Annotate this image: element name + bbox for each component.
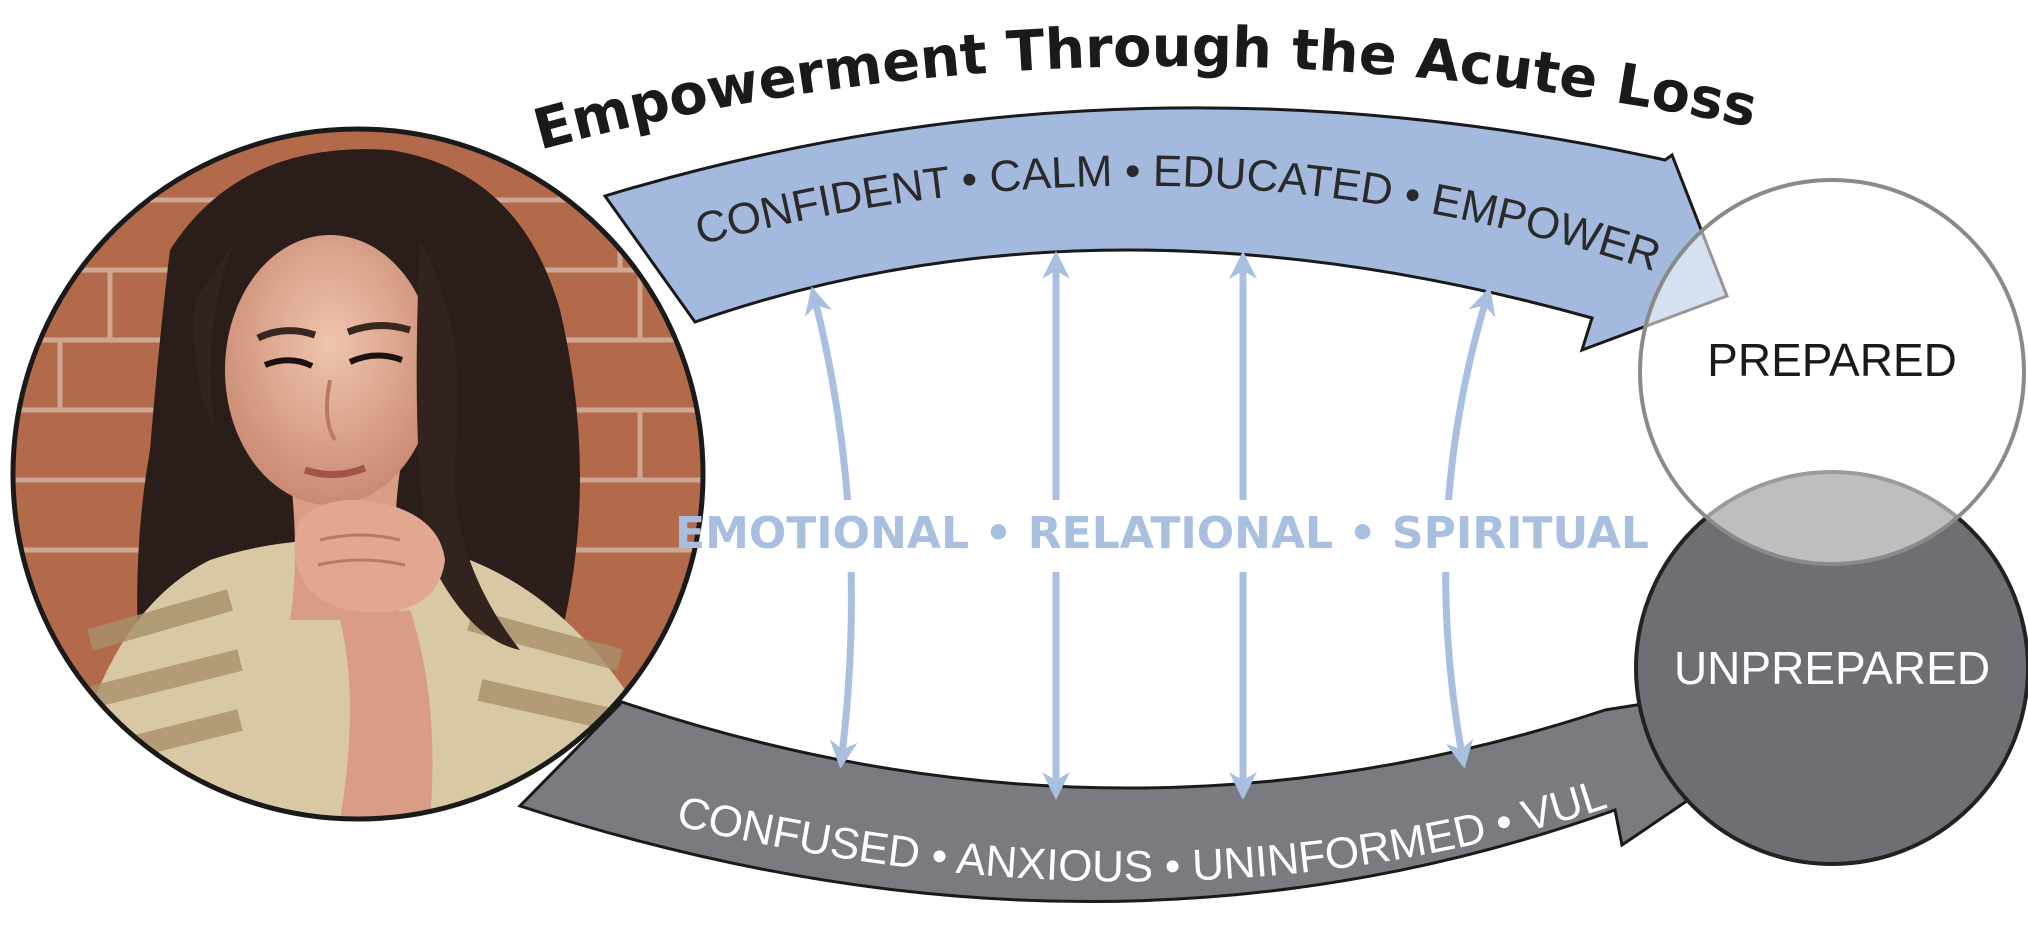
positive-trait-separator: •	[947, 153, 992, 206]
dimension-spiritual: SPIRITUAL	[1392, 508, 1649, 559]
dimension-emotional: EMOTIONAL	[675, 508, 969, 559]
positive-arrow-band	[602, 106, 1729, 353]
prepared-label: PREPARED	[1707, 334, 1957, 386]
dimension-separator: •	[984, 508, 1012, 559]
negative-trait-separator: •	[1152, 841, 1193, 891]
dimension-relational: RELATIONAL	[1028, 508, 1333, 559]
unprepared-label: UNPREPARED	[1674, 642, 1990, 694]
prepared-circle: PREPARED	[1638, 178, 2026, 566]
portrait-photo	[10, 126, 706, 822]
negative-trait-word-anxious: ANXIOUS	[954, 834, 1153, 892]
positive-trait-word-calm: CALM	[988, 147, 1114, 202]
negative-trait-separator: •	[917, 830, 959, 883]
dimensions-label: EMOTIONAL • RELATIONAL • SPIRITUAL	[675, 508, 1649, 559]
dimension-separator: •	[1348, 508, 1376, 559]
positive-trait-separator: •	[1389, 168, 1437, 223]
unprepared-circle: UNPREPARED	[1634, 470, 2028, 866]
negative-arrow-band	[517, 698, 1705, 903]
positive-trait-separator: •	[1112, 147, 1153, 196]
